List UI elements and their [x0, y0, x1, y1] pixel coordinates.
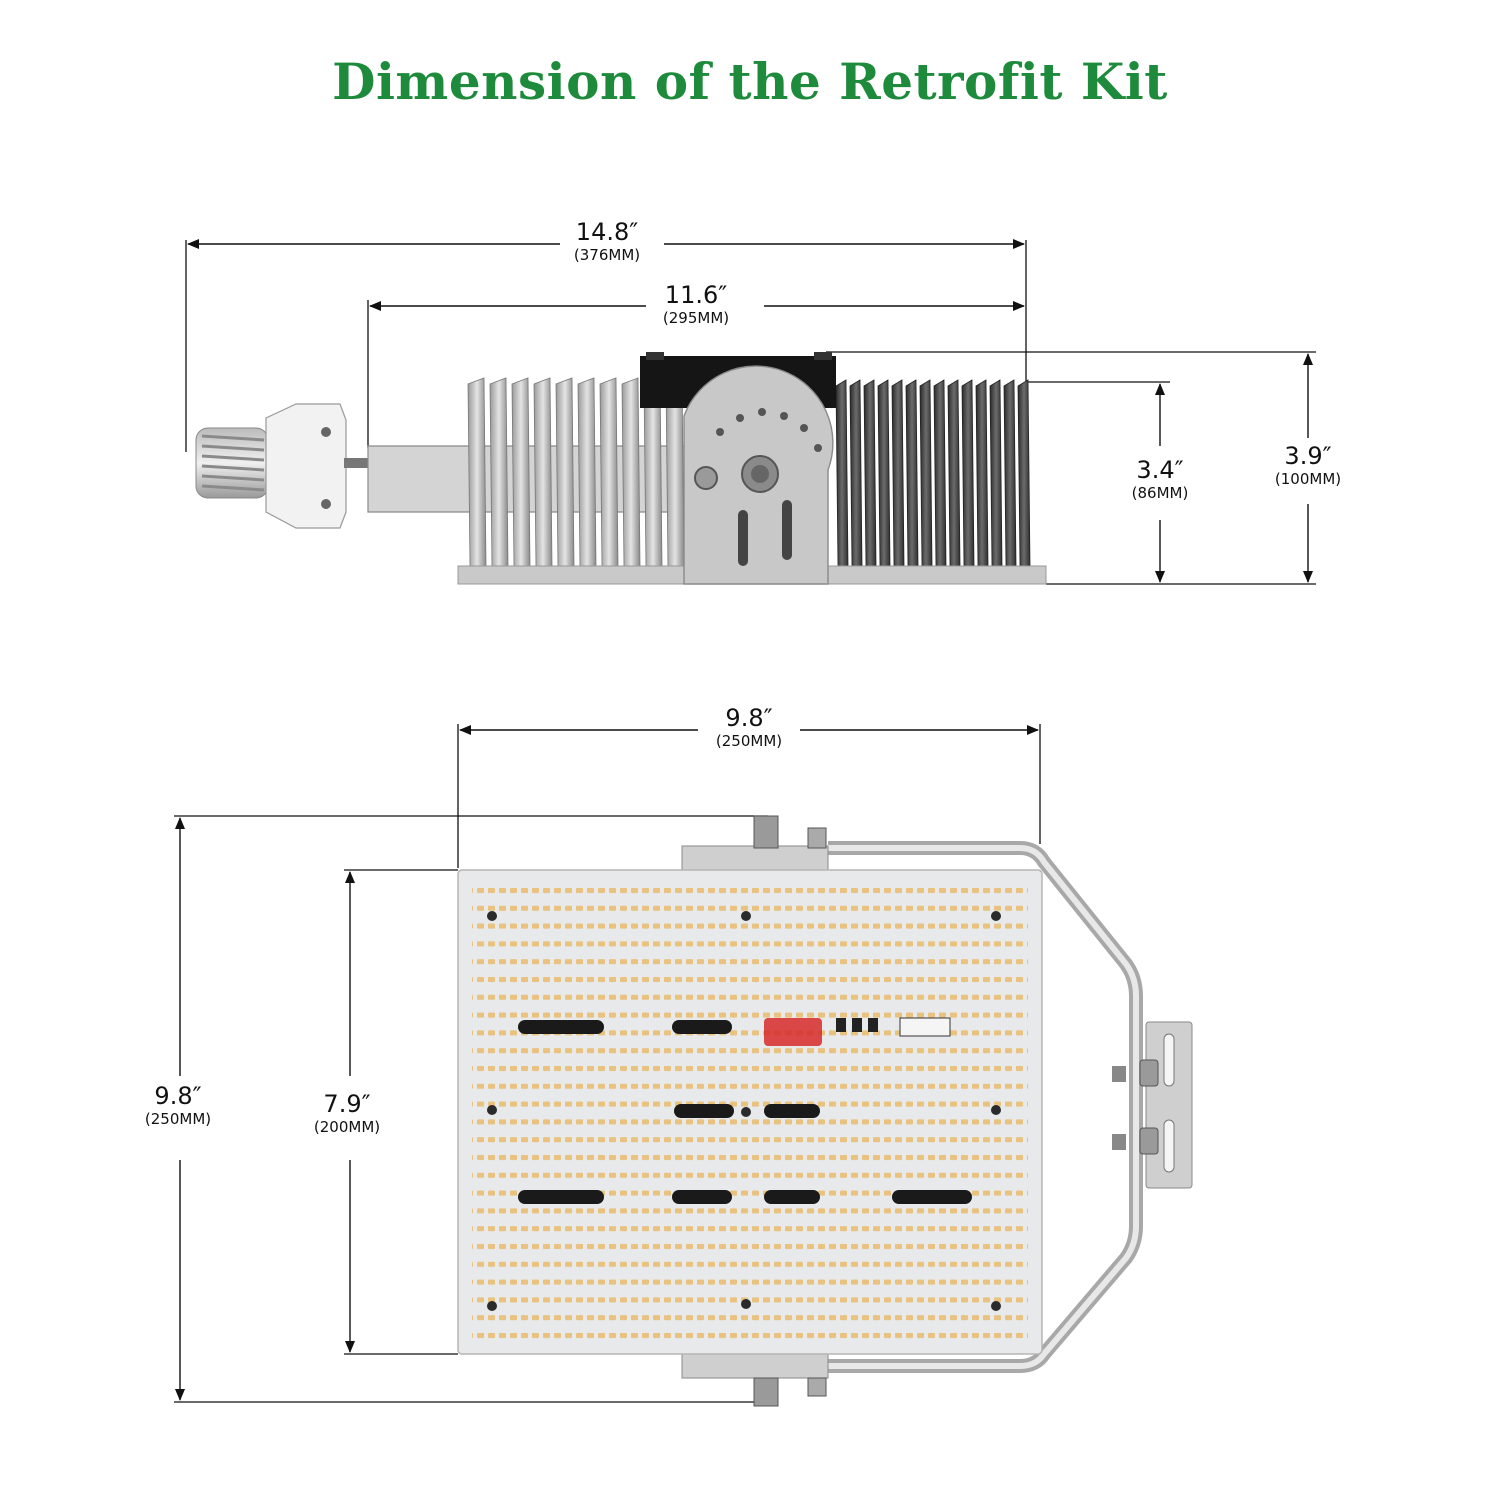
screw	[487, 1301, 497, 1311]
heatsink-fin-dark	[1017, 379, 1031, 567]
dimension-metric: (200MM)	[313, 1118, 381, 1136]
page-title: Dimension of the Retrofit Kit	[332, 52, 1168, 111]
screw	[991, 1301, 1001, 1311]
bolt-top-small	[807, 827, 827, 849]
heatsink-fin	[511, 377, 531, 567]
dimension-label-total-height: 3.9″ (100MM)	[1275, 442, 1341, 488]
vent-slot	[672, 1190, 732, 1204]
heatsink-fin	[533, 377, 553, 567]
heatsink-fin	[467, 377, 487, 567]
heatsink-fin	[489, 377, 509, 567]
screw	[741, 1299, 751, 1309]
front-view	[174, 724, 1193, 1407]
bolt-bottom-small	[807, 1377, 827, 1397]
vent-slot	[892, 1190, 972, 1204]
heatsink-fin-dark	[989, 379, 1003, 567]
dimension-value: 3.9″	[1284, 442, 1332, 470]
heatsink-fin-dark	[891, 379, 905, 567]
dimension-label-body-length: 11.6″ (295MM)	[663, 281, 729, 327]
bolt-bottom	[753, 1377, 779, 1407]
vent-slot	[672, 1020, 732, 1034]
heatsink-fin-dark	[863, 379, 877, 567]
vent-slot	[764, 1104, 820, 1118]
screw	[991, 911, 1001, 921]
heatsink-fin	[577, 377, 597, 567]
heatsink-dark-fins	[835, 379, 1031, 567]
dimension-value: 7.9″	[323, 1090, 371, 1118]
screw	[487, 911, 497, 921]
dimension-metric: (250MM)	[144, 1110, 212, 1128]
heatsink-fin-dark	[975, 379, 989, 567]
vent-slot	[674, 1104, 734, 1118]
heatsink-fin	[621, 377, 641, 567]
bolt-top	[753, 815, 779, 849]
u-bracket-highlight	[828, 845, 1139, 1369]
heatsink-fin-dark	[933, 379, 947, 567]
mounting-bracket-icon	[683, 365, 834, 585]
heatsink-fin-dark	[849, 379, 863, 567]
driver-tab	[646, 352, 664, 360]
heatsink-fin-dark	[835, 379, 849, 567]
heatsink-icon	[467, 377, 685, 567]
pivot-block-bottom	[681, 1351, 829, 1379]
heatsink-fin-dark	[1003, 379, 1017, 567]
dimension-value: 9.8″	[154, 1082, 202, 1110]
vent-slot	[764, 1190, 820, 1204]
dimension-metric: (86MM)	[1131, 484, 1189, 502]
dimension-value: 14.8″	[575, 218, 639, 246]
screw	[991, 1105, 1001, 1115]
slotted-mount-plate	[1112, 1021, 1193, 1189]
heatsink-fin-dark	[919, 379, 933, 567]
heatsink-fin-dark	[961, 379, 975, 567]
dimension-value: 11.6″	[664, 281, 728, 309]
screw	[487, 1105, 497, 1115]
dimension-label-board-height: 7.9″ (200MM)	[314, 1090, 380, 1136]
dimension-value: 9.8″	[725, 704, 773, 732]
e39-screw-base-icon	[195, 403, 374, 529]
heatsink-fin-dark	[877, 379, 891, 567]
screw	[741, 1107, 751, 1117]
dimension-metric: (295MM)	[662, 309, 730, 327]
dimension-label-body-height: 3.4″ (86MM)	[1132, 456, 1189, 502]
vent-slot	[518, 1020, 604, 1034]
dimension-metric: (100MM)	[1274, 470, 1342, 488]
pivot-block-top	[681, 845, 829, 873]
driver-tab	[814, 352, 832, 360]
dimension-metric: (376MM)	[573, 246, 641, 264]
screw	[741, 911, 751, 921]
heatsink-fin	[555, 377, 575, 567]
dimension-value: 3.4″	[1136, 456, 1184, 484]
heatsink-fin	[599, 377, 619, 567]
dimension-metric: (250MM)	[715, 732, 783, 750]
dimension-label-overall-width: 9.8″ (250MM)	[716, 704, 782, 750]
heatsink-fin-dark	[905, 379, 919, 567]
dimension-label-overall-length: 14.8″ (376MM)	[574, 218, 640, 264]
led-board-icon	[457, 869, 1043, 1355]
heatsink-fin-dark	[947, 379, 961, 567]
side-view	[185, 239, 1316, 585]
vent-slot	[518, 1190, 604, 1204]
dimension-label-overall-height: 9.8″ (250MM)	[145, 1082, 211, 1128]
